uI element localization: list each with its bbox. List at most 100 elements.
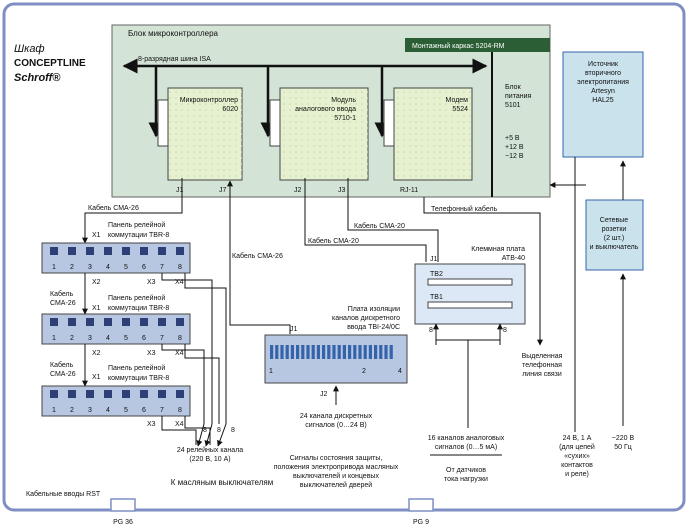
relay-3-terminal-number: 6 — [142, 407, 146, 414]
relay-3-terminal-number: 5 — [124, 407, 128, 414]
relay-1-terminal — [158, 247, 166, 255]
relay-3-terminal — [176, 390, 184, 398]
relay-3-terminal — [104, 390, 112, 398]
relay-2-body — [41, 313, 191, 345]
pg9-gland — [408, 498, 434, 512]
isolation-n1: 1 — [269, 368, 273, 375]
relay-1-terminal-number: 8 — [178, 264, 182, 271]
phone-line1: Выделенная — [522, 353, 563, 360]
relay-3-terminal — [86, 390, 94, 398]
secondary-psu-line5: HAL25 — [592, 97, 614, 104]
secondary-psu-line1: Источник — [588, 61, 619, 68]
relay-2-terminal — [50, 318, 58, 326]
connector-j2: J2 — [294, 187, 302, 194]
signals-line1: Сигналы состояния защиты, — [290, 455, 383, 462]
mount-label: Монтажный каркас 5204-RM — [412, 42, 505, 50]
connector-j3: J3 — [338, 187, 346, 194]
relay-1-x4: X4 — [175, 279, 184, 286]
power-24-line5: и реле) — [565, 471, 589, 478]
relay-1-terminal-number: 3 — [88, 264, 92, 271]
connector-j1: J1 — [176, 187, 184, 194]
cable-cma26-top-label: Кабель СМА-26 — [88, 204, 139, 212]
sockets-line2: розетки — [602, 226, 627, 233]
board-analog-texture — [280, 88, 368, 180]
isolation-line1: Плата изоляции — [348, 306, 400, 313]
relay-1-terminal-number: 5 — [124, 264, 128, 271]
isolation-terminal — [306, 345, 310, 359]
relay-1-line2: коммутации TBR-8 — [108, 232, 169, 239]
board-microcontroller-texture — [168, 88, 242, 180]
psu-line1: Блок — [505, 84, 522, 91]
relay-2-terminal-number: 2 — [70, 335, 74, 342]
isolation-j1: J1 — [290, 326, 298, 333]
relay-2-line1: Панель релейной — [108, 294, 165, 302]
power-24-line2: (для цепей — [559, 443, 595, 451]
relay-3-terminal — [158, 390, 166, 398]
board-2-line1: Модуль — [331, 97, 356, 104]
secondary-psu-block — [562, 51, 644, 158]
psu-v3: −12 В — [505, 153, 524, 160]
relay-3-terminal — [50, 390, 58, 398]
connector-j7: J7 — [219, 187, 227, 194]
relay-3-terminal-number: 1 — [52, 407, 56, 414]
isolation-terminal — [275, 345, 279, 359]
relay-3-x4: X4 — [175, 421, 184, 428]
mcu-block-title: Блок микроконтроллера — [128, 29, 219, 38]
isolation-terminal — [322, 345, 326, 359]
board-2-line3: 5710-1 — [334, 115, 356, 122]
wire-cma20-b — [304, 178, 427, 262]
isolation-board: Плата изоляции каналов дискретного ввода… — [264, 306, 408, 398]
brand-line1: Шкаф — [14, 43, 45, 55]
cabinet-frame — [2, 2, 686, 512]
relay-1-terminal — [50, 247, 58, 255]
power-24-line3: «сухих» — [564, 453, 590, 460]
pg36-gland — [110, 498, 136, 512]
relay-3-terminal — [122, 390, 130, 398]
cable-cma20-b-label: Кабель СМА-20 — [308, 237, 359, 245]
terminal-board: Клеммная плата ATB-40 J1 TB2 TB1 — [414, 246, 526, 325]
relay-2-x3: X3 — [147, 350, 156, 357]
sensors-line1: От датчиков — [446, 467, 486, 474]
connector-rj11: RJ-11 — [400, 187, 418, 194]
wire-relay-out-5 — [161, 416, 197, 445]
secondary-psu-line2: вторичного — [585, 70, 621, 77]
sockets-line1: Сетевые — [600, 217, 628, 224]
relay-3-terminal — [68, 390, 76, 398]
wire-relay-fan-2 — [204, 423, 213, 447]
power-24-line1: 24 В, 1 А — [563, 435, 592, 442]
sockets-block — [585, 199, 644, 271]
signals-line4: выключателей дверей — [300, 481, 372, 489]
isolation-terminal — [332, 345, 336, 359]
board-3-line2: 5524 — [452, 106, 468, 113]
wire-relay-out-6 — [184, 416, 211, 445]
cable-cma26-mid-label: Кабель СМА-26 — [232, 252, 283, 260]
secondary-psu-line3: электропитания — [577, 79, 629, 86]
relay-2-cable-line1: Кабель — [50, 290, 74, 298]
isolation-terminal — [368, 345, 372, 359]
sockets-line4: и выключатель — [590, 244, 639, 251]
power-220-line2: 50 Гц — [614, 444, 632, 451]
relay-channels-line1: 24 релейных канала — [177, 446, 243, 454]
relay-1-x1: X1 — [92, 232, 101, 239]
relay-3-line2: коммутации TBR-8 — [108, 375, 169, 382]
psu-line3: 5101 — [505, 102, 521, 109]
terminal-tb1: TB1 — [430, 294, 443, 301]
terminal-line2: ATB-40 — [502, 255, 525, 262]
board-modem-texture — [394, 88, 472, 180]
isolation-terminal — [337, 345, 341, 359]
relay-panel-3: Кабель СМА-26 X1 Панель релейной коммута… — [41, 361, 191, 428]
relay-2-terminal — [176, 318, 184, 326]
relay-3-terminal-number: 8 — [178, 407, 182, 414]
relay-2-x4: X4 — [175, 350, 184, 357]
relay-panel-2: Кабель СМА-26 X1 Панель релейной коммута… — [41, 290, 191, 357]
board-microcontroller-edge — [157, 99, 169, 147]
relay-3-cable-line2: СМА-26 — [50, 371, 76, 378]
relay-2-terminal-number: 7 — [160, 335, 164, 342]
wire-cma26-mid — [227, 180, 291, 334]
board-1-line1: Микроконтроллер — [180, 97, 238, 104]
relay-2-terminal-number: 5 — [124, 335, 128, 342]
isolation-terminal — [358, 345, 362, 359]
sockets-line3: (2 шт.) — [604, 235, 625, 242]
relay-1-terminal — [140, 247, 148, 255]
